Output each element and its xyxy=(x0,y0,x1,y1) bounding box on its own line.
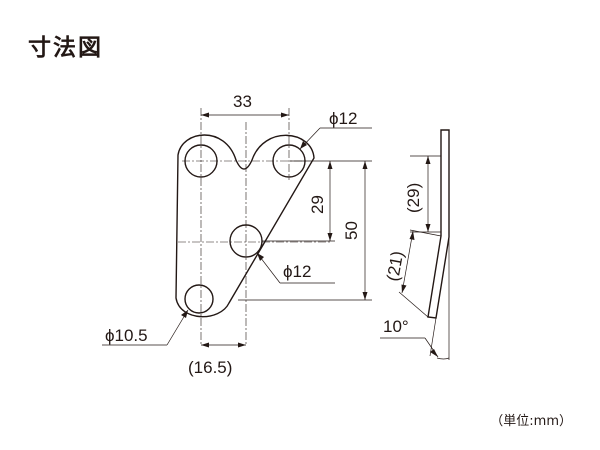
dim-upper-hole-label: ϕ12 xyxy=(329,109,357,128)
dim-29-label: 29 xyxy=(308,195,327,214)
dim-50-label: 50 xyxy=(342,221,361,240)
plate-outline xyxy=(175,134,315,318)
dim-side-21-label: (21) xyxy=(383,250,407,283)
lower-hole xyxy=(184,284,214,314)
front-view: 33 ϕ12 29 50 ϕ12 ϕ10.5 (16.5) xyxy=(102,92,372,377)
dim-lower-hole-label: ϕ10.5 xyxy=(105,326,148,345)
dim-33-label: 33 xyxy=(233,92,252,111)
page-title: 寸法図 xyxy=(28,35,103,61)
side-profile xyxy=(427,129,450,319)
dim-16-5-label: (16.5) xyxy=(188,358,232,377)
unit-note: （単位:mm） xyxy=(490,414,572,429)
dim-middle-hole-label: ϕ12 xyxy=(283,262,311,281)
dim-angle-label: 10° xyxy=(383,317,409,336)
side-view: (29) (21) 10° xyxy=(380,129,450,360)
dim-side-29-label: (29) xyxy=(404,183,423,213)
